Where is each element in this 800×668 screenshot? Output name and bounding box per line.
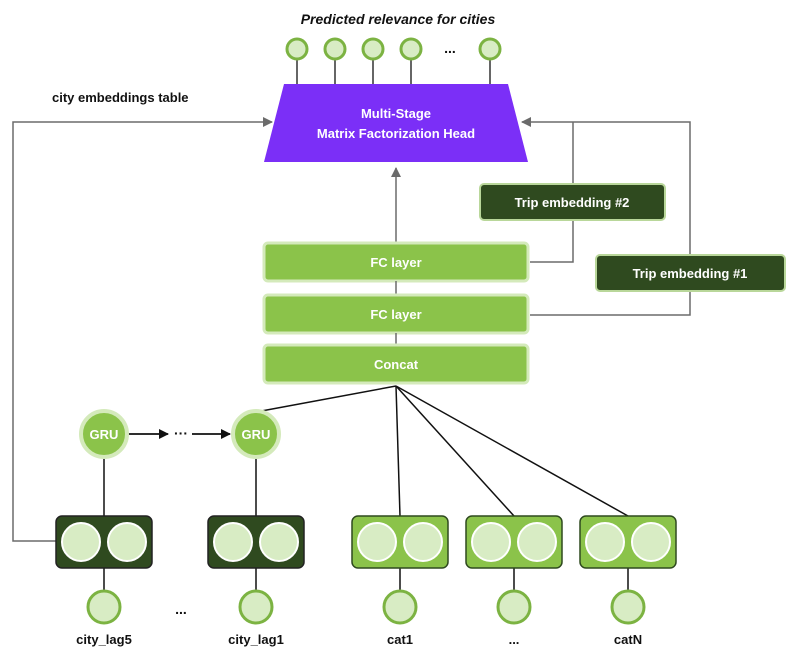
gru-ellipsis: ··· <box>174 425 188 441</box>
city-embeddings-label: city embeddings table <box>52 90 189 105</box>
output-node <box>399 37 423 61</box>
embedding-box-cat1 <box>351 515 449 569</box>
input-label-catN: catN <box>614 632 642 647</box>
trip-embedding-1-box <box>595 254 786 292</box>
input-label-cat-ellipsis: ... <box>509 632 520 647</box>
trip-embedding-2-box <box>479 183 666 221</box>
mf-head-line2: Matrix Factorization Head <box>317 126 475 141</box>
input-stems <box>103 568 629 590</box>
gru-left-node <box>79 409 129 459</box>
input-node-city-lag1 <box>238 589 274 625</box>
concat-label: Concat <box>374 357 419 372</box>
embedding-box-city-lag1 <box>207 515 305 569</box>
concat-box <box>262 343 530 385</box>
fc-layer-top-label: FC layer <box>370 255 421 270</box>
output-node <box>323 37 347 61</box>
embedding-connectors <box>12 117 691 542</box>
input-nodes <box>86 589 646 625</box>
output-nodes <box>285 37 502 61</box>
input-node-cat-mid <box>496 589 532 625</box>
diagram-title: Predicted relevance for cities <box>301 11 496 27</box>
embedding-box-catN <box>579 515 677 569</box>
fc-layer-bottom-label: FC layer <box>370 307 421 322</box>
input-label-city-lag1: city_lag1 <box>228 632 284 647</box>
output-node <box>478 37 502 61</box>
output-node <box>285 37 309 61</box>
input-node-city-lag5 <box>86 589 122 625</box>
input-node-cat1 <box>382 589 418 625</box>
output-ellipsis: ... <box>444 40 456 56</box>
gru-right-label: GRU <box>242 427 271 442</box>
embedding-box-cat-mid <box>465 515 563 569</box>
concat-fan-in-lines <box>255 385 629 517</box>
gru-left-label: GRU <box>90 427 119 442</box>
gru-right-node <box>231 409 281 459</box>
output-node <box>361 37 385 61</box>
output-stems <box>296 60 491 85</box>
trip-embedding-2-label: Trip embedding #2 <box>515 195 630 210</box>
input-mid-ellipsis: ... <box>175 601 187 617</box>
input-label-cat1: cat1 <box>387 632 413 647</box>
mf-head-line1: Multi-Stage <box>361 106 431 121</box>
embedding-box-city-lag5 <box>55 515 153 569</box>
input-node-catN <box>610 589 646 625</box>
input-label-city-lag5: city_lag5 <box>76 632 132 647</box>
trip-embedding-1-label: Trip embedding #1 <box>633 266 748 281</box>
mf-head-trapezoid <box>264 84 528 162</box>
